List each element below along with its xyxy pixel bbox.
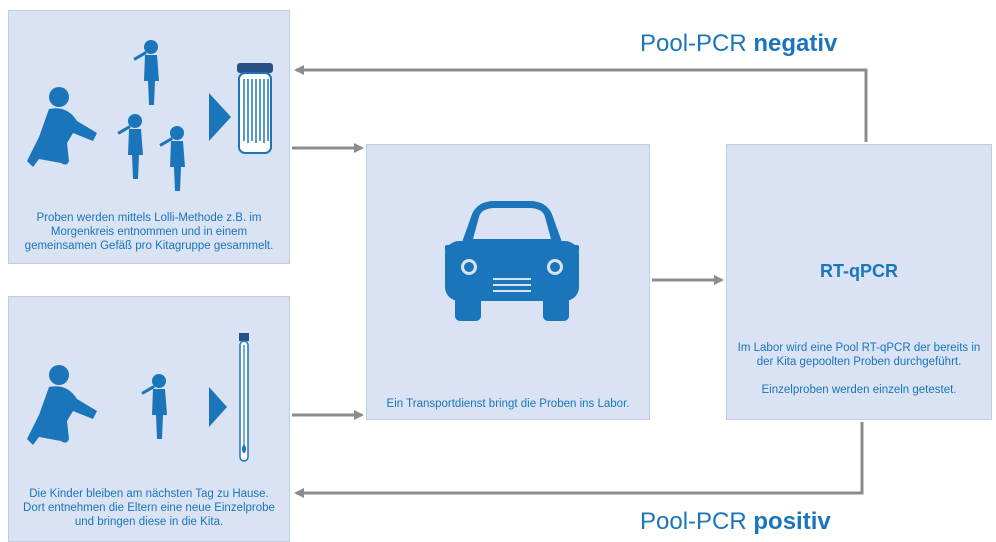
sample-jar-icon	[237, 63, 273, 154]
child-licking-icon	[133, 40, 159, 105]
squatting-adult-icon	[27, 87, 97, 167]
child-licking-icon	[159, 126, 185, 191]
individual-sample-box: Die Kinder bleiben am nächsten Tag zu Ha…	[8, 296, 290, 542]
individual-description: Die Kinder bleiben am nächsten Tag zu Ha…	[23, 488, 275, 528]
transport-box: Ein Transportdienst bringt die Proben in…	[366, 144, 650, 420]
lab-title: RT-qPCR	[820, 261, 898, 281]
sampling-description: Proben werden mittels Lolli-Methode z.B.…	[24, 212, 274, 252]
sampling-box: Proben werden mittels Lolli-Methode z.B.…	[8, 10, 290, 264]
transport-description: Ein Transportdienst bringt die Proben in…	[386, 398, 630, 410]
arrow-positive-loop	[294, 422, 864, 498]
child-licking-icon	[117, 114, 143, 179]
play-arrow-icon	[209, 387, 227, 427]
sampling-illustration	[27, 40, 273, 191]
car-icon	[445, 201, 579, 321]
negative-result: negativ	[753, 30, 838, 57]
arrow-negative-loop	[294, 65, 868, 142]
positive-prefix: Pool-PCR	[640, 508, 747, 535]
pool-pcr-positive-label: Pool-PCR positiv	[640, 508, 831, 536]
play-arrow-icon	[209, 93, 231, 141]
pool-pcr-negative-label: Pool-PCR negativ	[640, 30, 837, 58]
sample-tube-icon	[239, 333, 249, 462]
lab-description: Im Labor wird eine Pool RT-qPCR der bere…	[737, 342, 981, 396]
individual-illustration	[27, 333, 249, 462]
lab-box: RT-qPCR Im Labor wird eine Pool RT-qPCR …	[726, 144, 992, 420]
positive-result: positiv	[753, 508, 831, 535]
child-licking-icon	[141, 374, 167, 439]
negative-prefix: Pool-PCR	[640, 30, 747, 57]
squatting-adult-icon	[27, 365, 97, 445]
